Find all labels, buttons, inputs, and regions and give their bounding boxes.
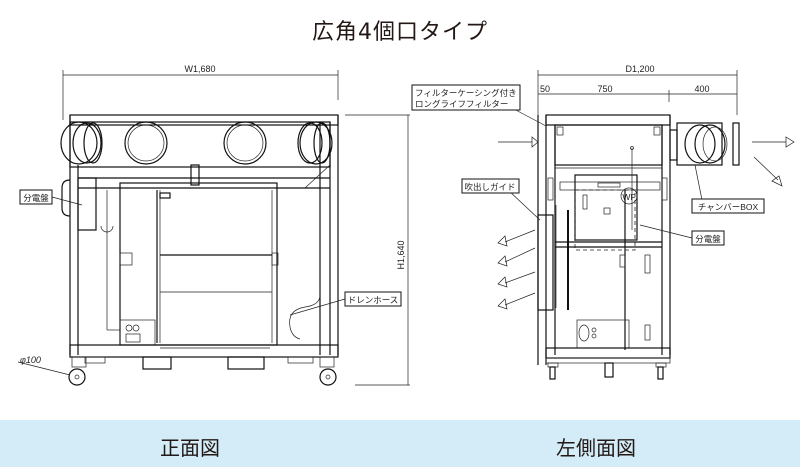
duct-band [69, 121, 331, 168]
front-view-caption: 正面図 [160, 436, 220, 460]
hanger [190, 164, 200, 186]
wf-mark-circle [620, 187, 638, 205]
width-dimension-label: W1,680 [184, 64, 215, 74]
top-frame [69, 114, 339, 126]
seg2-dimension-label: 750 [597, 84, 612, 94]
filter-label-line1: フィルターケーシング付き [415, 88, 517, 98]
seg3-dimension-label: 400 [694, 84, 709, 94]
chamber-box-label: チャンバーBOX [698, 202, 759, 212]
chamber-box [669, 122, 740, 166]
caption-band [0, 420, 800, 467]
height-dimension-label: H1,640 [396, 240, 406, 269]
diagram-title: 広角4個口タイプ [312, 20, 488, 45]
drain-hose-label: ドレンホース [348, 295, 399, 305]
base-frame [69, 344, 339, 358]
caster-right [319, 356, 337, 386]
depth-dimension-label: D1,200 [625, 64, 654, 74]
panel-box [77, 177, 97, 231]
filter-label-line2: ロングライフフィルター [415, 99, 508, 109]
outlet-guide-label: 吹出しガイド [464, 182, 515, 192]
width-dimension: W1,680 [62, 64, 339, 120]
drain-hose [289, 294, 321, 340]
control-unit [574, 174, 638, 241]
front-vents [60, 121, 333, 165]
side-distribution-panel-label: 分電盤 [695, 234, 721, 244]
airflow-arrows [497, 136, 795, 310]
caster-diameter-label: φ100 [20, 355, 41, 365]
side-view-caption: 左側面図 [556, 436, 636, 460]
technical-drawing: W1,680 H1,640 [17, 64, 795, 386]
main-unit [119, 182, 278, 346]
front-view: W1,680 H1,640 [17, 64, 410, 386]
caster-left [68, 356, 87, 386]
upper-duct [554, 124, 663, 166]
front-distribution-panel-label: 分電盤 [23, 193, 49, 203]
seg1-dimension-label: 50 [540, 84, 550, 94]
depth-dimension: D1,200 50 750 400 [537, 64, 738, 120]
side-casters [549, 362, 664, 380]
side-view: D1,200 50 750 400 [411, 64, 795, 380]
height-dimension: H1,640 [345, 114, 410, 386]
wf-mark-label: WF [622, 192, 635, 202]
outlet-guide [537, 214, 554, 311]
